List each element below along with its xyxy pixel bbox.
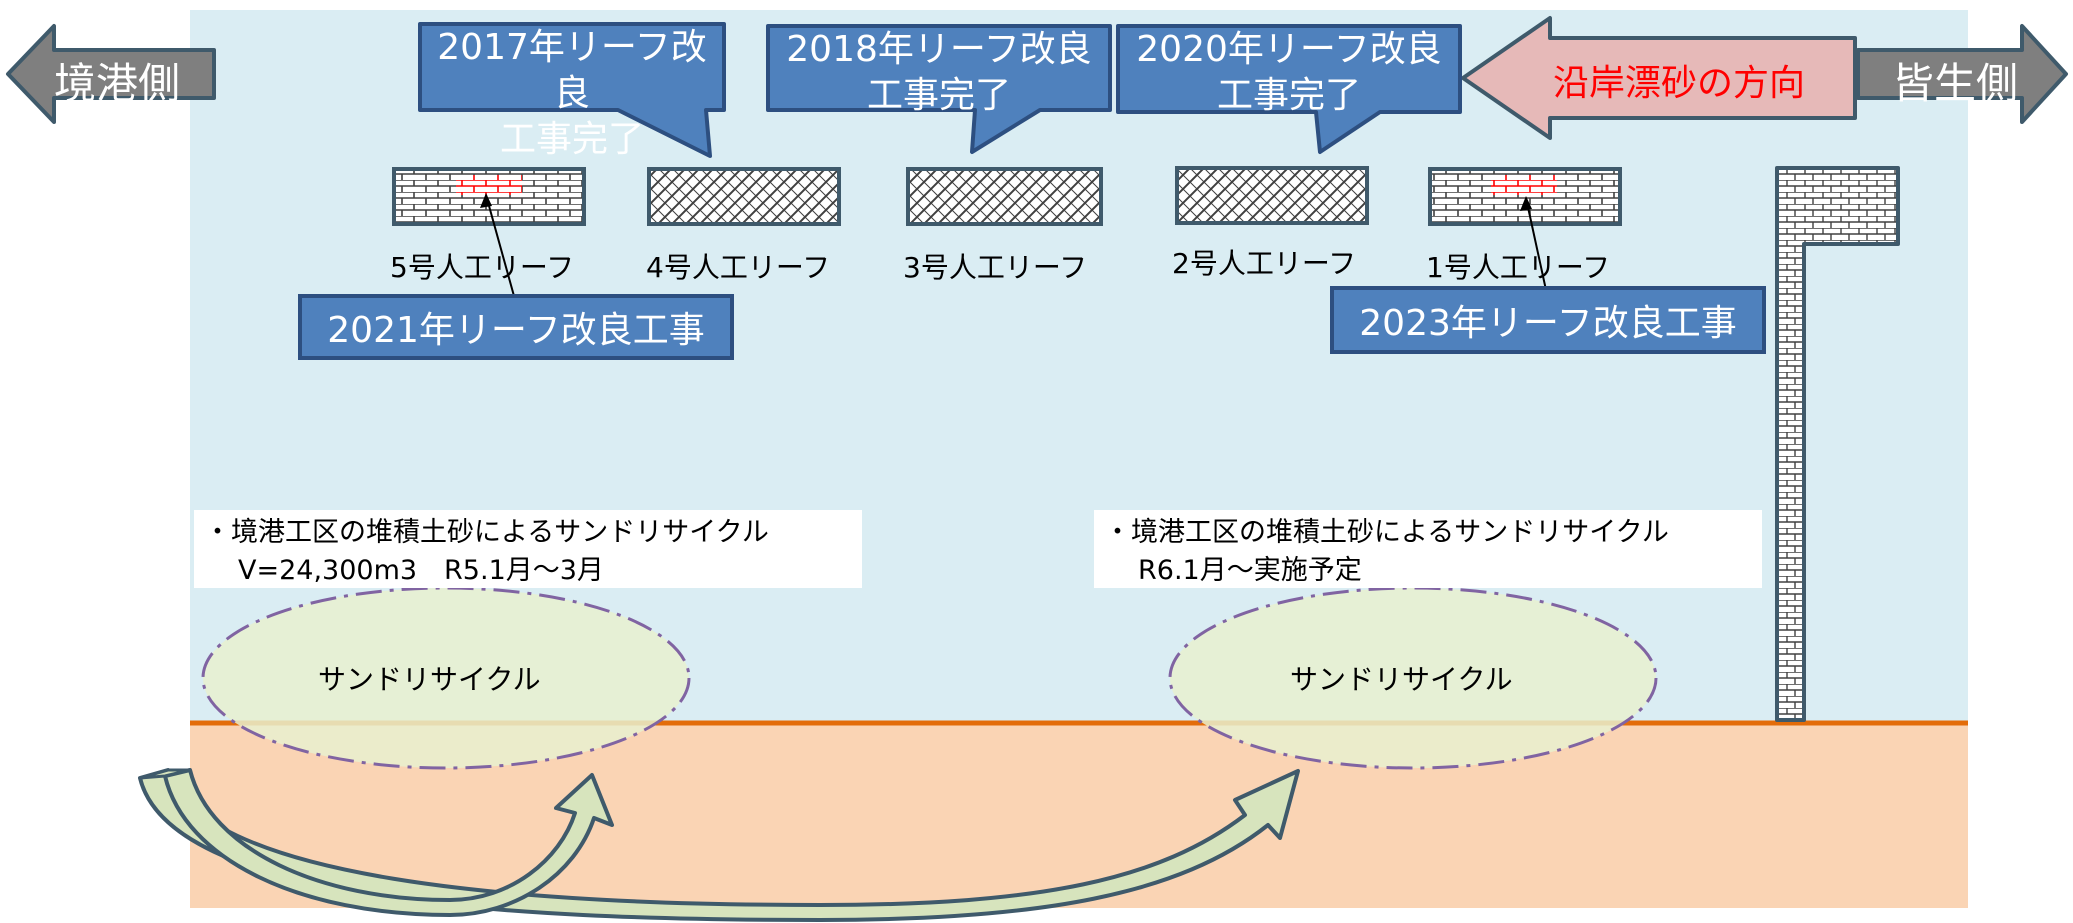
callout-2020-line2: 工事完了 [1216, 75, 1361, 116]
reef-4 [647, 167, 841, 226]
callout-2018-line2: 工事完了 [866, 75, 1011, 116]
left-side-arrow [6, 24, 216, 124]
work-2023-box: 2023年リーフ改良工事 [1330, 286, 1766, 354]
note-left-line2: V=24,300m3 R5.1月～3月 [238, 555, 604, 586]
groin-structure [1775, 166, 1900, 722]
callout-2018-line1: 2018年リーフ改良 [786, 29, 1092, 70]
reef-3 [906, 167, 1103, 226]
reef-2 [1175, 166, 1369, 225]
drift-direction-arrow [1461, 16, 1857, 140]
pointer-right [1520, 196, 1547, 291]
reef-4-label: 4号人工リーフ [646, 251, 831, 284]
callout-2020-text: 2020年リーフ改良 工事完了 [1120, 27, 1458, 119]
recycle-area-right [1168, 586, 1658, 770]
left-side-label: 境港側 [54, 59, 181, 108]
callout-2020 [1116, 24, 1462, 154]
recycle-label-left: サンドリサイクル [318, 663, 541, 696]
right-side-label: 皆生側 [1892, 59, 2019, 108]
note-left-line1: ・境港工区の堆積土砂によるサンドリサイクル [204, 517, 769, 548]
curved-arrow-short [163, 768, 614, 917]
pointer-left [480, 193, 515, 297]
recycle-label-right: サンドリサイクル [1290, 663, 1513, 696]
callout-2017 [418, 22, 726, 158]
reef-5 [392, 167, 586, 226]
reef-1-label: 1号人工リーフ [1426, 251, 1611, 284]
recycle-area-left [201, 586, 691, 770]
note-right: ・境港工区の堆積土砂によるサンドリサイクル R6.1月～実施予定 [1094, 510, 1762, 588]
reef-3-label: 3号人工リーフ [903, 251, 1088, 284]
right-side-arrow [1856, 24, 2068, 124]
callout-2020-line1: 2020年リーフ改良 [1136, 29, 1442, 70]
work-2021-box: 2021年リーフ改良工事 [298, 294, 734, 360]
callout-2018-text: 2018年リーフ改良 工事完了 [770, 27, 1108, 119]
reef-5-label: 5号人工リーフ [390, 251, 575, 284]
drift-direction-label: 沿岸漂砂の方向 [1553, 63, 1806, 104]
callout-2017-text: 2017年リーフ改良 工事完了 [422, 25, 722, 163]
callout-2017-line2: 工事完了 [499, 119, 644, 160]
callout-2018 [766, 24, 1112, 154]
callout-2017-line1: 2017年リーフ改良 [437, 27, 707, 114]
curved-arrow-base [139, 768, 191, 780]
note-right-line2: R6.1月～実施予定 [1138, 555, 1362, 586]
reef-1 [1428, 167, 1622, 226]
note-left: ・境港工区の堆積土砂によるサンドリサイクル V=24,300m3 R5.1月～3… [194, 510, 862, 588]
note-right-line1: ・境港工区の堆積土砂によるサンドリサイクル [1104, 517, 1669, 548]
reef-2-label: 2号人工リーフ [1172, 247, 1357, 280]
